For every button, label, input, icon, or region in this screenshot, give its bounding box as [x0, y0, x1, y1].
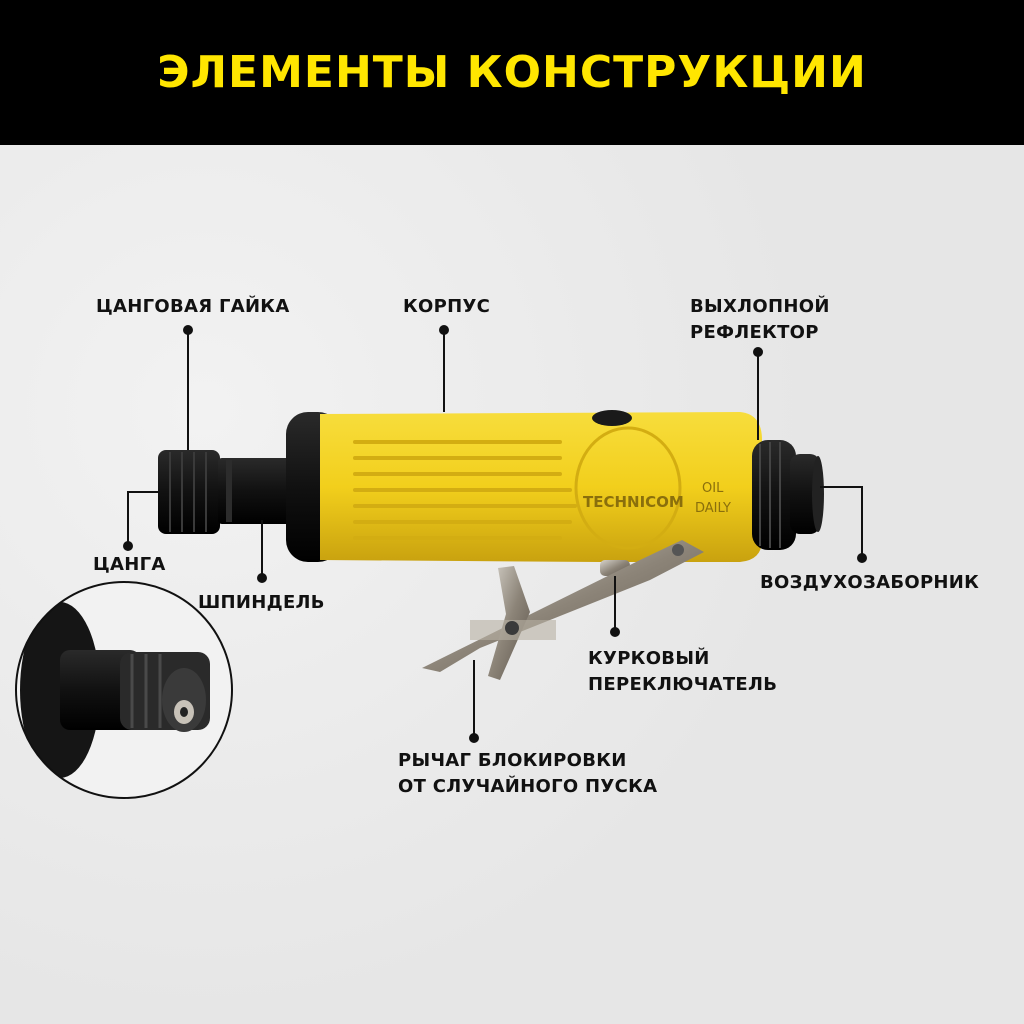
oil-marking: OIL — [702, 481, 724, 496]
label-exhaust-reflector: ВЫХЛОПНОЙ РЕФЛЕКТОР — [690, 294, 830, 346]
spindle-part — [218, 458, 290, 524]
label-trigger-switch: КУРКОВЫЙ ПЕРЕКЛЮЧАТЕЛЬ — [588, 646, 777, 698]
label-body: КОРПУС — [403, 296, 491, 317]
label-trigger-line2: ПЕРЕКЛЮЧАТЕЛЬ — [588, 674, 778, 695]
page-title: ЭЛЕМЕНТЫ КОНСТРУКЦИИ — [157, 47, 867, 98]
label-collet-nut: ЦАНГОВАЯ ГАЙКА — [96, 296, 290, 317]
air-inlet-part — [790, 454, 824, 534]
leader-lines — [123, 325, 867, 743]
label-trigger-line1: КУРКОВЫЙ — [588, 648, 710, 669]
label-safety-line2: ОТ СЛУЧАЙНОГО ПУСКА — [398, 776, 658, 797]
label-exhaust-line1: ВЫХЛОПНОЙ — [690, 296, 830, 317]
illustration-area — [0, 145, 1024, 1024]
collet-zoom-inset — [15, 581, 233, 799]
safety-lever-part — [470, 566, 556, 680]
exhaust-reflector-part — [752, 440, 796, 550]
label-spindle: ШПИНДЕЛЬ — [198, 592, 325, 613]
label-air-inlet: ВОЗДУХОЗАБОРНИК — [760, 572, 980, 593]
label-exhaust-line2: РЕФЛЕКТОР — [690, 322, 819, 343]
label-safety-line1: РЫЧАГ БЛОКИРОВКИ — [398, 750, 627, 771]
brand-marking: TECHNICOM — [583, 493, 684, 511]
header-banner: ЭЛЕМЕНТЫ КОНСТРУКЦИИ — [0, 0, 1024, 145]
body-part: TECHNICOM OIL DAILY — [320, 410, 762, 562]
label-safety-lever: РЫЧАГ БЛОКИРОВКИ ОТ СЛУЧАЙНОГО ПУСКА — [398, 748, 657, 800]
collet-nut-part — [158, 450, 220, 534]
label-collet: ЦАНГА — [93, 554, 166, 575]
daily-marking: DAILY — [695, 501, 731, 516]
